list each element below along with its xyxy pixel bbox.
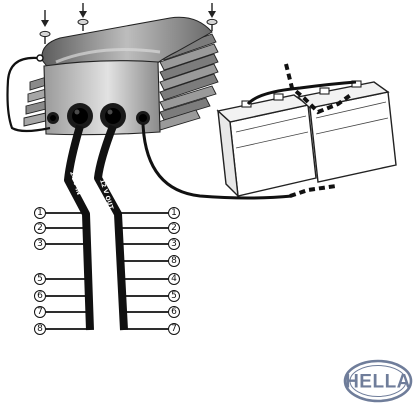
hella-logo: HELLA xyxy=(343,359,413,403)
logo-text: HELLA xyxy=(345,372,411,393)
mounting-screw-4 xyxy=(206,3,218,31)
mounting-screw-2 xyxy=(77,3,89,31)
left-terminal: 5 xyxy=(34,273,88,285)
battery-main-cable-dashed xyxy=(284,63,354,115)
terminal-number: 8 xyxy=(37,324,43,334)
left-terminal: 7 xyxy=(34,306,89,318)
terminal-number: 3 xyxy=(37,239,43,249)
battery-link-cable xyxy=(246,80,357,106)
right-terminal: 3 xyxy=(120,238,180,250)
right-terminal: 6 xyxy=(122,306,180,318)
terminal-number: 2 xyxy=(37,223,43,233)
left-terminal-column: 1 2 3 5 6 7 8 xyxy=(34,207,90,335)
output-cable-label: 12 V OUT xyxy=(98,178,115,211)
right-terminal: 2 xyxy=(119,222,180,234)
left-terminal: 6 xyxy=(34,290,89,302)
cable-gland-input xyxy=(67,103,93,129)
terminal-number: 5 xyxy=(171,291,177,301)
right-terminal: 8 xyxy=(120,255,180,267)
input-cable xyxy=(64,124,94,331)
terminal-number: 5 xyxy=(37,274,43,284)
right-terminal: 5 xyxy=(122,290,180,302)
terminal-number: 2 xyxy=(171,223,177,233)
terminal-number: 4 xyxy=(171,274,177,284)
cable-gland-output xyxy=(100,103,126,129)
terminal-number: 1 xyxy=(171,208,177,218)
terminal-number: 6 xyxy=(37,291,43,301)
ground-wire xyxy=(6,56,51,133)
right-terminal: 7 xyxy=(123,323,180,335)
voltage-converter xyxy=(23,16,219,136)
ground-terminal-left xyxy=(47,112,59,124)
terminal-number: 7 xyxy=(37,307,43,317)
battery-front xyxy=(216,93,317,198)
right-terminal: 1 xyxy=(118,207,180,219)
terminal-number: 1 xyxy=(37,208,43,218)
ground-cable xyxy=(141,123,293,200)
left-terminal: 2 xyxy=(34,222,87,234)
output-cable xyxy=(94,124,128,331)
battery-ground-cable-dashed xyxy=(289,184,337,198)
left-terminal: 8 xyxy=(34,323,90,335)
battery-back xyxy=(296,80,397,183)
right-terminal: 4 xyxy=(121,273,180,285)
left-terminal: 3 xyxy=(34,238,87,250)
terminal-number: 8 xyxy=(171,256,177,266)
cable-gland-ground xyxy=(136,111,150,125)
left-terminal: 1 xyxy=(34,207,86,219)
mounting-screw-1 xyxy=(39,10,51,44)
terminal-number: 3 xyxy=(171,239,177,249)
right-terminal-column: 1 2 3 8 4 5 6 xyxy=(118,207,180,335)
terminal-number: 6 xyxy=(171,307,177,317)
terminal-number: 7 xyxy=(171,324,177,334)
